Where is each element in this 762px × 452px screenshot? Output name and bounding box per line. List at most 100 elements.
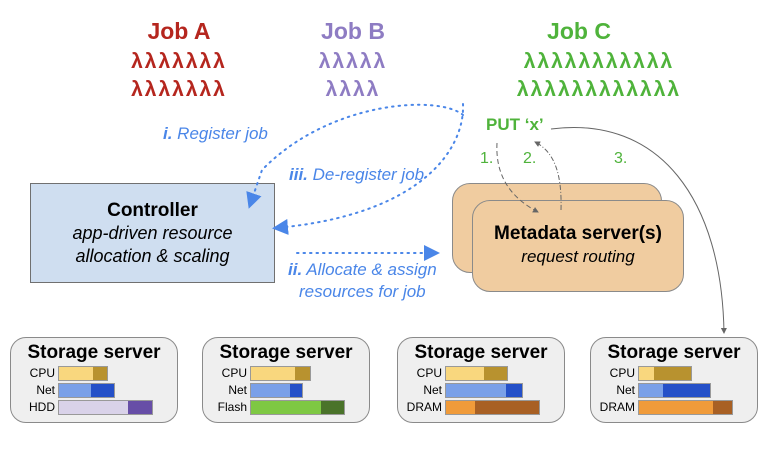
metadata-title: Metadata server(s) [494, 223, 662, 244]
controller-description-line1: app-driven resource [72, 223, 233, 243]
resource-label: CPU [221, 366, 247, 380]
metadata-server-box: Metadata server(s) request routing [472, 200, 684, 292]
resource-label: CPU [416, 366, 442, 380]
resource-bar-used [59, 400, 128, 414]
resource-label: Net [36, 383, 55, 397]
register-job-arrow-top [272, 103, 465, 235]
storage-server-title: Storage server [27, 342, 161, 363]
put-request-label: PUT ‘x’ [486, 115, 544, 134]
job-b-title: Job B [321, 18, 385, 44]
job-a-lambdas-row2: λλλλλλλ [131, 78, 227, 101]
resource-bar-remaining [290, 383, 303, 397]
resource-row-net: Net [597, 382, 712, 398]
resource-row-net: Net [209, 382, 304, 398]
resource-row-cpu: CPU [17, 365, 109, 381]
job-a-title: Job A [147, 18, 211, 44]
resource-usage-bar [58, 399, 153, 415]
resource-bar-remaining [320, 400, 344, 414]
resource-bar-remaining [91, 383, 114, 397]
resource-usage-bar [638, 382, 712, 398]
resource-bar-used [446, 400, 475, 414]
resource-usage-bar [445, 365, 508, 381]
resource-bar-remaining [713, 400, 732, 414]
register-job-label: i. Register job [163, 124, 268, 144]
step-3-arrow [550, 127, 727, 334]
resource-bar-remaining [483, 366, 507, 380]
resource-label: Net [228, 383, 247, 397]
allocate-step-text-line2: resources for job [299, 282, 426, 301]
controller-title: Controller [107, 200, 198, 221]
register-job-arrow [246, 103, 464, 209]
resource-label: CPU [609, 366, 635, 380]
storage-server-title: Storage server [607, 342, 741, 363]
resource-label: HDD [29, 400, 55, 414]
step-1-arrow [496, 142, 539, 213]
resource-usage-bar [58, 365, 109, 381]
resource-label: DRAM [599, 400, 635, 414]
resource-bar-used [446, 366, 484, 380]
resource-row-net: Net [404, 382, 523, 398]
resource-bar-remaining [127, 400, 152, 414]
job-c-lambdas-row1: λλλλλλλλλλλ [523, 50, 675, 73]
resource-row-dram: DRAM [404, 399, 540, 415]
resource-row-cpu: CPU [209, 365, 311, 381]
step-2-arrow [534, 141, 562, 211]
resource-row-dram: DRAM [597, 399, 733, 415]
resource-bar-used [251, 366, 295, 380]
resource-bar-remaining [663, 383, 711, 397]
resource-usage-bar [638, 399, 733, 415]
resource-usage-bar [250, 399, 345, 415]
deregister-job-label: iii. De-register job [289, 165, 424, 185]
allocate-resources-label: ii. Allocate & assign resources for job [288, 259, 437, 303]
resource-bar-remaining [653, 366, 692, 380]
job-a-lambdas-row1: λλλλλλλ [131, 50, 227, 73]
allocate-step-text: Allocate & assign [302, 260, 437, 279]
resource-row-cpu: CPU [404, 365, 508, 381]
resource-bar-used [59, 366, 93, 380]
resource-bar-remaining [505, 383, 522, 397]
job-b-lambdas-row2: λλλλ [325, 78, 381, 101]
deregister-step-number: iii. [289, 165, 308, 184]
step-3-label: 3. [614, 150, 628, 167]
resource-usage-bar [250, 365, 311, 381]
resource-label: Flash [217, 400, 247, 414]
resource-usage-bar [445, 399, 540, 415]
allocate-step-number: ii. [288, 260, 303, 279]
storage-server-title: Storage server [414, 342, 548, 363]
resource-row-hdd: HDD [17, 399, 153, 415]
resource-bar-used [446, 383, 506, 397]
step-1-label: 1. [480, 150, 494, 167]
resource-bar-used [639, 400, 714, 414]
resource-bar-used [639, 383, 664, 397]
job-c-lambdas-row2: λλλλλλλλλλλλ [516, 78, 682, 101]
resource-row-net: Net [17, 382, 115, 398]
resource-usage-bar [445, 382, 523, 398]
register-step-text: Register job [172, 124, 268, 143]
resource-bar-used [639, 366, 654, 380]
deregister-step-text: De-register job [307, 165, 425, 184]
resource-label: Net [616, 383, 635, 397]
controller-description-line2: allocation & scaling [75, 246, 230, 266]
resource-usage-bar [250, 382, 304, 398]
controller-box: Controller app-driven resource allocatio… [30, 183, 275, 283]
storage-server-title: Storage server [219, 342, 353, 363]
resource-bar-remaining [294, 366, 310, 380]
resource-bar-used [251, 383, 291, 397]
step-2-label: 2. [523, 150, 537, 167]
resource-row-flash: Flash [209, 399, 345, 415]
resource-bar-used [59, 383, 92, 397]
resource-usage-bar [638, 365, 693, 381]
job-c-title: Job C [547, 18, 611, 44]
resource-label: CPU [29, 366, 55, 380]
resource-usage-bar [58, 382, 115, 398]
resource-bar-used [251, 400, 321, 414]
resource-bar-remaining [92, 366, 108, 380]
metadata-subtitle: request routing [521, 247, 635, 266]
job-b-lambdas-row1: λλλλλ [318, 50, 388, 73]
resource-label: DRAM [406, 400, 442, 414]
